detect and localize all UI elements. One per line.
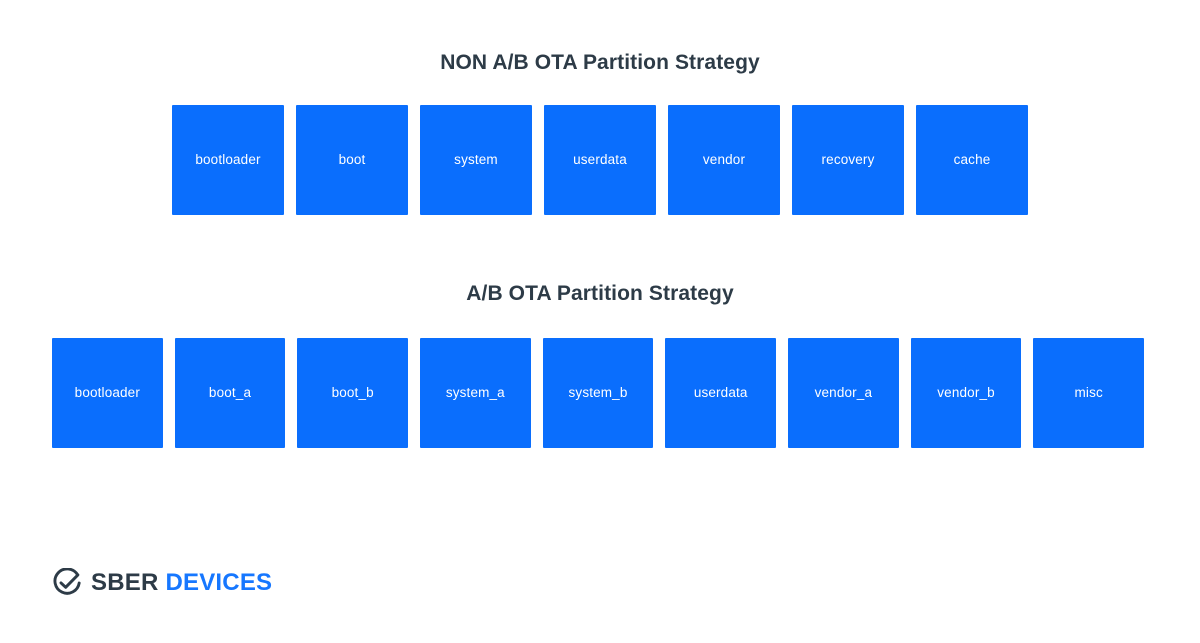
partition-label: recovery [821,152,875,168]
section-title-ab: A/B OTA Partition Strategy [466,282,734,305]
partition-label: boot_a [208,385,252,401]
partition-box[interactable]: vendor_a [788,338,899,448]
partition-label: boot_b [331,385,374,401]
partition-label: system_a [445,385,505,401]
partition-label: vendor [702,152,746,168]
partition-label: misc [1074,385,1103,401]
partition-box[interactable]: cache [916,105,1028,215]
partition-row-non-ab: bootloader boot system userdata vendor r… [172,105,1028,215]
brand-name-primary: SBER [91,569,159,596]
partition-label: vendor_b [937,385,995,401]
partition-label: userdata [573,152,627,168]
partition-box[interactable]: vendor_b [910,338,1022,448]
partition-box[interactable]: userdata [665,338,777,448]
partition-box[interactable]: boot [296,105,408,215]
partition-box[interactable]: recovery [792,105,904,215]
circle-check-icon [53,568,81,595]
partition-box[interactable]: bootloader [172,105,284,215]
partition-box[interactable]: boot_a [174,338,286,448]
partition-label: vendor_a [814,385,873,401]
partition-label: boot [338,152,366,168]
brand-name-secondary: DEVICES [165,569,273,596]
partition-label: system [454,152,498,168]
partition-box[interactable]: boot_b [297,338,409,448]
partition-box[interactable]: misc [1033,338,1145,448]
section-title-non-ab: NON A/B OTA Partition Strategy [440,51,760,74]
partition-label: bootloader [74,385,140,401]
partition-label: userdata [693,385,748,401]
brand-wordmark: SBER DEVICES [91,571,272,595]
partition-box[interactable]: vendor [668,105,780,215]
partition-label: system_b [568,385,628,401]
partition-box[interactable]: system [420,105,532,215]
partition-box[interactable]: system_b [542,338,654,448]
partition-box[interactable]: bootloader [52,338,163,448]
brand-logo: SBER DEVICES [52,568,272,598]
partition-label: cache [953,152,991,168]
partition-label: bootloader [195,152,261,168]
partition-row-ab: bootloader boot_a boot_b system_a system… [52,338,1145,448]
partition-box[interactable]: system_a [420,338,531,448]
partition-box[interactable]: userdata [544,105,656,215]
